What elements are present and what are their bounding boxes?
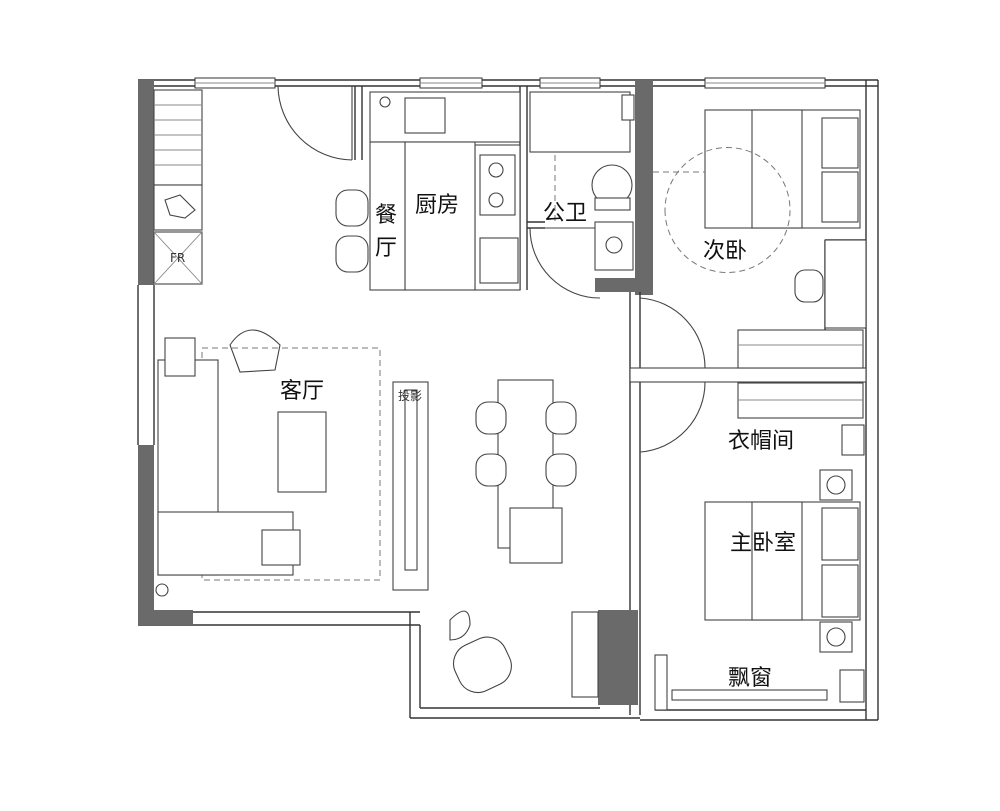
balcony-chair — [449, 610, 599, 698]
second-bedroom-furniture — [653, 109, 867, 329]
kitchen-label: 厨房 — [415, 193, 459, 218]
master-bedroom-label: 主卧室 — [730, 531, 796, 556]
bathroom-label: 公卫 — [543, 201, 587, 226]
living-room-label: 客厅 — [280, 379, 324, 404]
dining-chairs-top — [335, 189, 369, 273]
second-bedroom-label: 次卧 — [703, 239, 747, 264]
bay-window-label: 飘窗 — [728, 666, 772, 691]
bay-window — [654, 654, 828, 711]
kitchen-furniture — [369, 91, 521, 291]
doors — [277, 85, 706, 453]
left-storage — [153, 89, 203, 285]
bathroom-fixtures — [529, 91, 635, 271]
dining-label-2: 厅 — [375, 236, 397, 261]
tv-panel-label: 投影 — [398, 388, 422, 403]
cloakroom-label: 衣帽间 — [728, 429, 794, 454]
living-furniture — [155, 329, 429, 597]
cloakroom-furniture — [737, 329, 865, 456]
outer-walls — [137, 79, 879, 721]
dining-set — [475, 379, 577, 564]
master-bedroom-furniture — [704, 469, 865, 703]
fridge-label: FR — [170, 251, 185, 265]
top-windows — [194, 77, 826, 89]
interior-walls — [354, 80, 867, 715]
dining-label-1: 餐 — [375, 203, 397, 228]
